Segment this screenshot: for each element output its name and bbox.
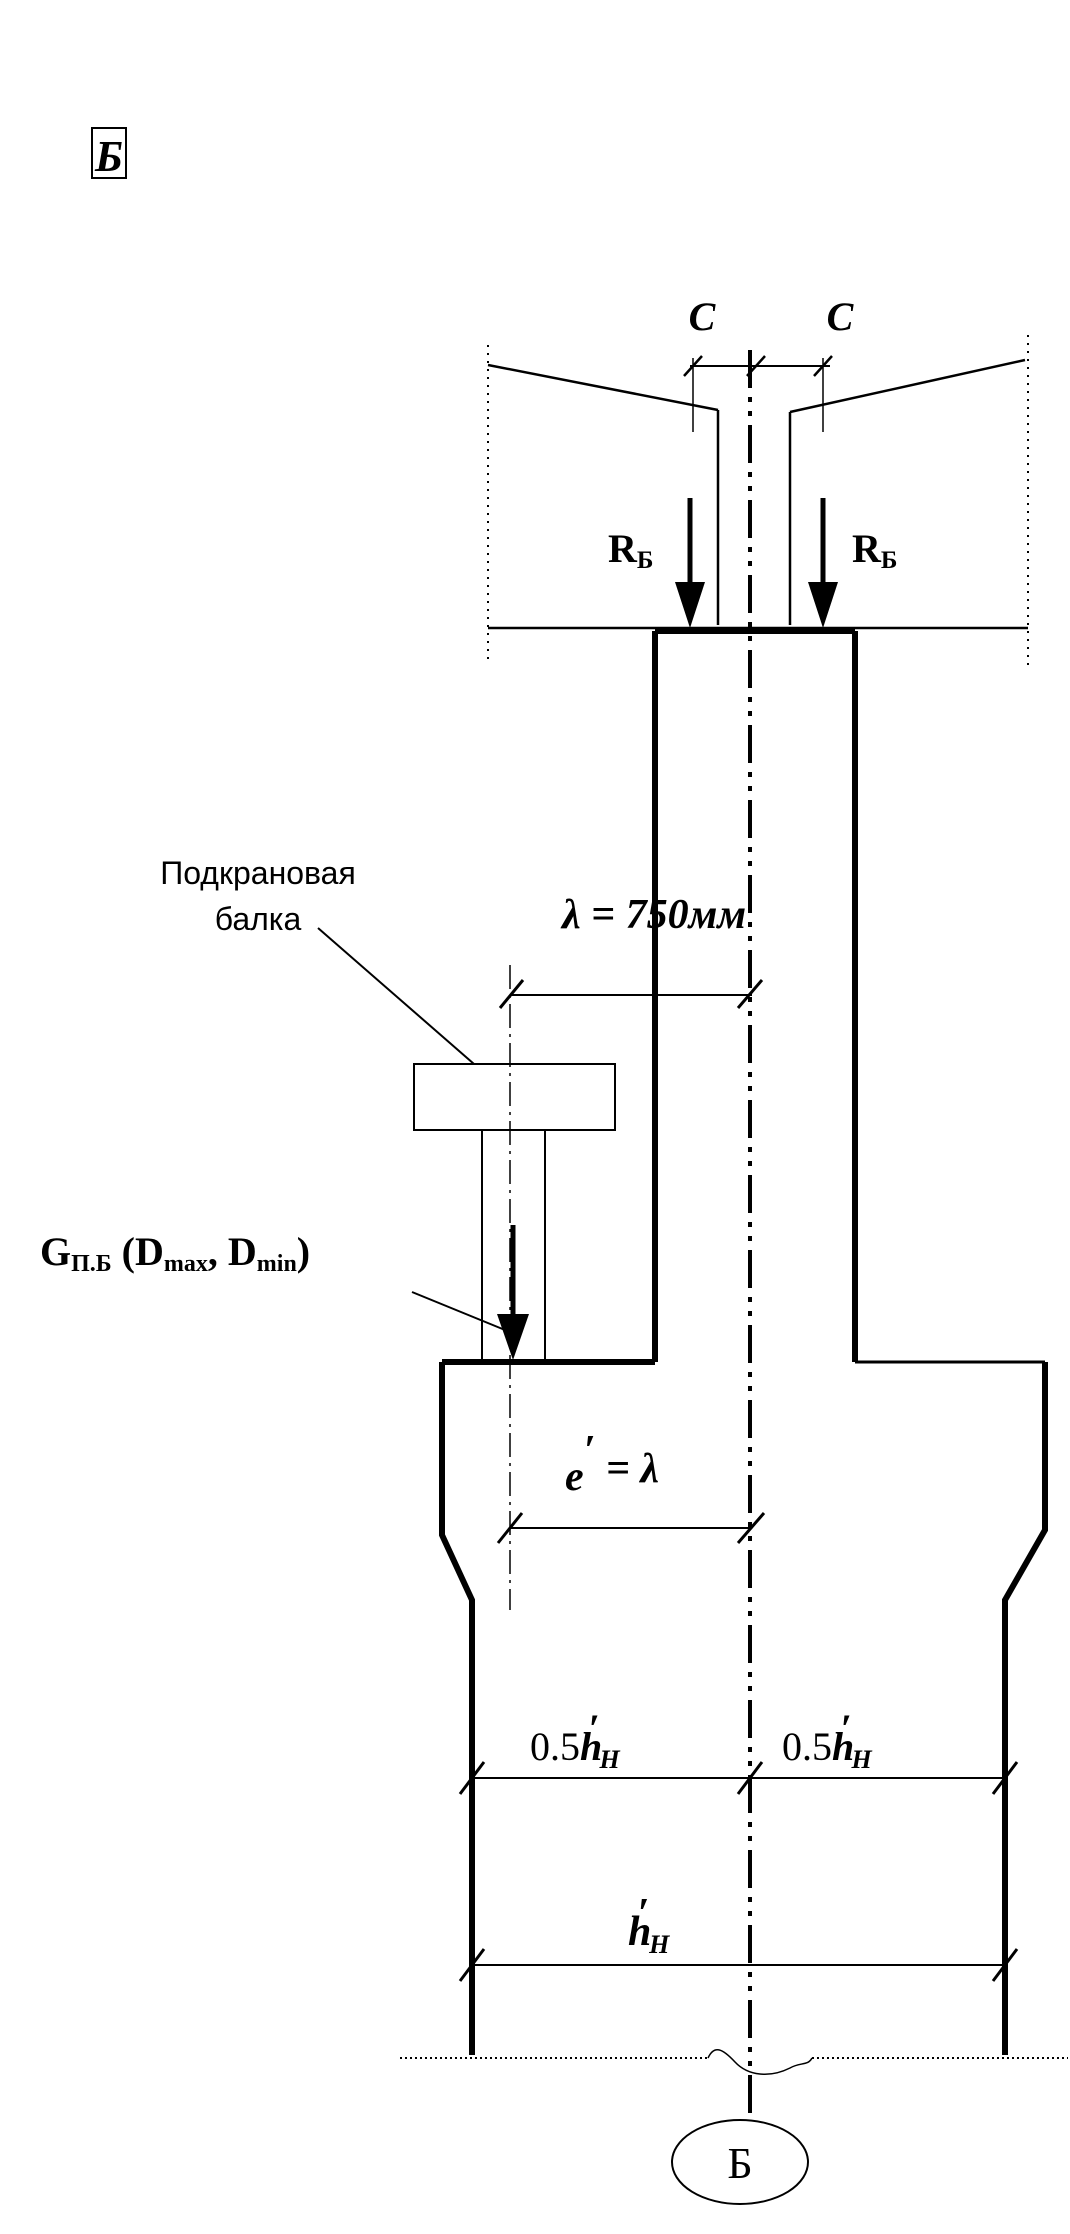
force-right-label: RБ [852,526,897,574]
reaction-force-right: RБ [808,498,897,628]
axis-marker: Б [671,2119,809,2205]
ecc-tick-right [736,1512,766,1544]
corner-label-text: Б [94,132,123,181]
lambda-tick-left [498,979,525,1009]
corner-label: Б [91,127,127,181]
half-tick-mid [736,1761,764,1795]
dim-c-right-label: C [827,294,855,339]
full-tick-right [991,1948,1019,1982]
half-tick-right [991,1761,1019,1795]
crane-beam-flange [413,1063,616,1131]
force-right-arrowhead [808,582,838,628]
full-tick-left [458,1948,486,1982]
truss-right-slope [789,358,1026,414]
force-left-label: RБ [608,526,653,574]
axis-marker-ellipse [671,2119,809,2205]
crane-beam-label: Подкрановая балка [160,855,475,1065]
full-width-label: h′H [628,1891,670,1959]
lower-column-right [1002,1362,1048,2055]
dimension-c: C C [683,294,855,432]
lambda-dimension: λ = 750мм [498,892,764,1009]
force-left-arrowhead [675,582,705,628]
truss-left-slope [487,363,719,412]
full-width-dimension: h′H [458,1891,1019,1982]
crane-beam-label-line1: Подкрановая [160,855,356,891]
axis-marker-label: Б [727,2139,752,2188]
ecc-tick-left [496,1512,524,1544]
dim-c-tick-3 [813,355,833,377]
crane-load-label: GП.Б (Dmax, Dmin) [40,1229,310,1277]
crane-load: GП.Б (Dmax, Dmin) [40,1225,529,1360]
crane-beam-label-line2: балка [215,901,302,937]
crane-load-leader [411,1291,506,1331]
dim-c-tick-1 [683,355,703,377]
lambda-tick-right [736,979,764,1009]
half-tick-left [458,1761,486,1795]
half-width-dimension: 0.5h′H 0.5h′H [458,1706,1019,1795]
dim-c-left-label: C [689,294,717,339]
crane-load-arrowhead [497,1314,529,1360]
crane-beam [413,1063,616,1362]
ground-line [400,2049,1068,2075]
corner-label-box [91,127,127,179]
eccentricity-dimension: e′ = λ [496,1428,766,1544]
half-width-right-label: 0.5h′H [782,1706,873,1774]
column-outline [439,628,1048,2055]
ground-break-symbol [707,2049,813,2075]
lambda-label: λ = 750мм [560,892,746,938]
crane-beam-leader [317,927,475,1065]
truss-sketch [487,335,1029,665]
half-width-left-label: 0.5h′H [530,1706,621,1774]
reaction-force-left: RБ [608,498,705,628]
lower-column-left [439,1362,475,2055]
eccentricity-label: e′ = λ [565,1428,659,1500]
